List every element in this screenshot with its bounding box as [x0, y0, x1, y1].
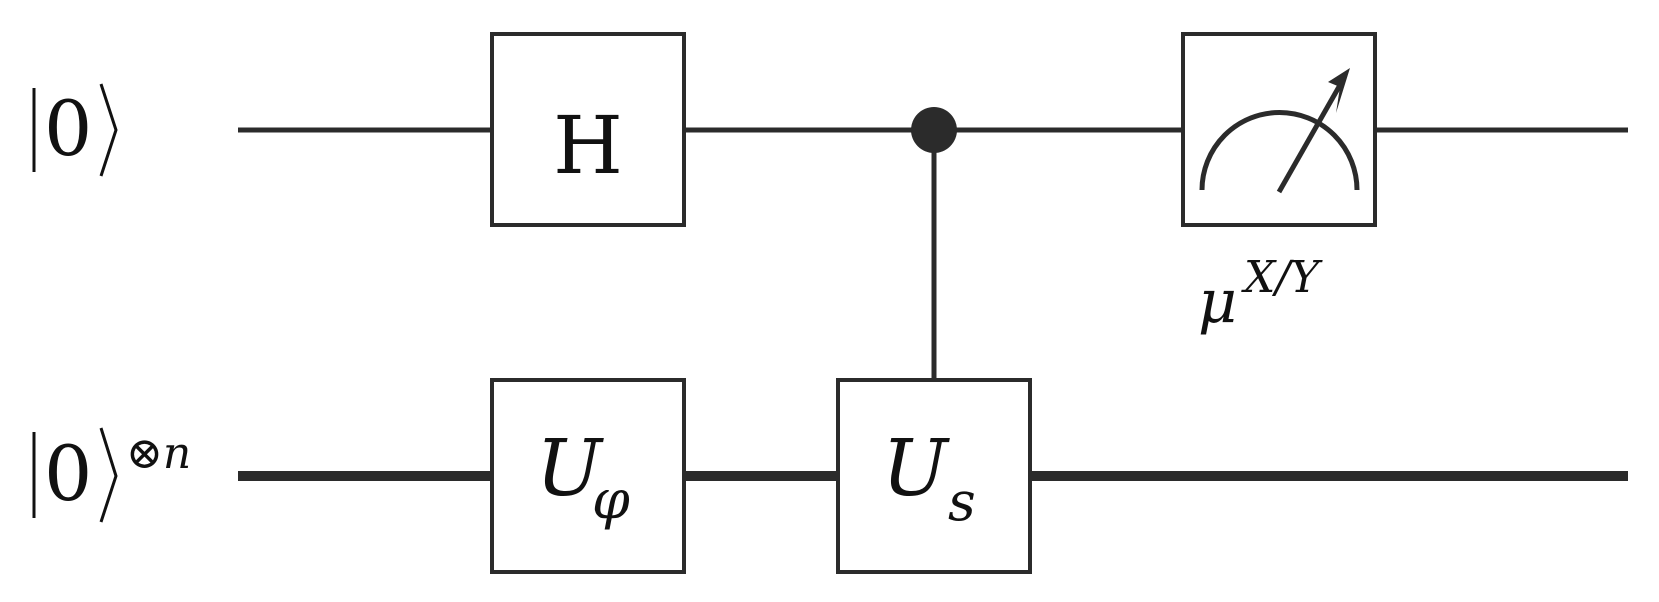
u-phi-gate: U φ	[490, 378, 686, 574]
u-s-label: U	[882, 424, 950, 514]
hadamard-gate: H	[490, 32, 686, 227]
u-s-subscript: s	[948, 470, 976, 533]
u-s-gate: U s	[836, 378, 1032, 574]
measurement-label: μ X/Y	[1198, 252, 1323, 337]
measurement-label-base: μ	[1198, 267, 1237, 337]
measurement-label-superscript: X/Y	[1241, 252, 1323, 303]
control-dot	[911, 107, 957, 153]
u-phi-subscript: φ	[592, 468, 630, 531]
bottom-register-label: 0 ⊗n	[32, 427, 191, 523]
top-ket-value: 0	[44, 84, 92, 173]
u-phi-label: U	[536, 424, 604, 514]
top-qubit-label: 0	[32, 83, 118, 177]
measurement-gate	[1181, 32, 1377, 227]
tensor-power-exponent: ⊗n	[126, 428, 191, 479]
bottom-ket-value: 0	[44, 429, 92, 518]
meter-icon	[1199, 68, 1360, 194]
hadamard-label: H	[553, 99, 623, 192]
